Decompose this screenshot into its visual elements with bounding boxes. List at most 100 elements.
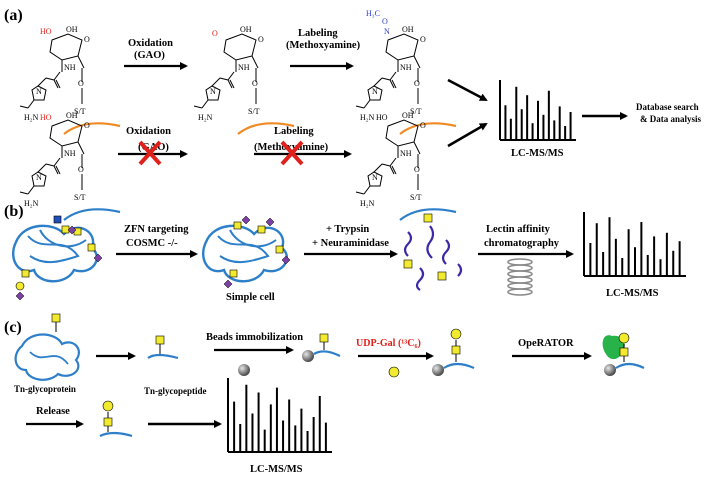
svg-text:OpeRATOR: OpeRATOR bbox=[518, 338, 574, 349]
blocked-cross-icon-2 bbox=[280, 140, 304, 166]
svg-text:O: O bbox=[420, 121, 426, 130]
blocked-cross-icon bbox=[138, 140, 162, 166]
peptide-orange-3 bbox=[399, 122, 457, 135]
svg-text:COSMC -/-: COSMC -/- bbox=[126, 238, 178, 249]
lectin-column-coil-icon bbox=[507, 258, 533, 296]
svg-text:O: O bbox=[252, 79, 258, 88]
svg-text:O: O bbox=[212, 29, 218, 38]
svg-text:N: N bbox=[36, 87, 42, 96]
ms-spectrum-a bbox=[499, 80, 576, 141]
svg-text:NH: NH bbox=[400, 149, 412, 158]
svg-text:N: N bbox=[210, 87, 216, 96]
peptide-blue bbox=[63, 208, 121, 221]
svg-text:LC-MS/MS: LC-MS/MS bbox=[250, 464, 303, 475]
svg-text:O: O bbox=[84, 35, 90, 44]
svg-text:(Methoxyamine): (Methoxyamine) bbox=[254, 142, 329, 153]
svg-text:+ Neuraminidase: + Neuraminidase bbox=[312, 238, 389, 249]
extended-glycopeptide bbox=[432, 328, 475, 376]
svg-text:H₂N: H₂N bbox=[198, 113, 213, 122]
svg-text:NH: NH bbox=[238, 63, 250, 72]
svg-text:Database search: Database search bbox=[636, 102, 699, 112]
svg-text:H₂N: H₂N bbox=[24, 113, 39, 122]
svg-text:UDP-Gal (¹³C₆): UDP-Gal (¹³C₆) bbox=[356, 338, 421, 349]
galactose-icon bbox=[388, 366, 400, 378]
molecule-a5: HO OH O NH O N H₂N S/T bbox=[355, 111, 457, 221]
peptide-orange bbox=[63, 122, 121, 135]
arrow-converge-top bbox=[447, 78, 488, 102]
svg-text:O: O bbox=[420, 35, 426, 44]
svg-text:Beads immobilization: Beads immobilization bbox=[206, 332, 303, 343]
svg-text:(GAO): (GAO) bbox=[134, 50, 165, 61]
svg-text:H₂N: H₂N bbox=[24, 199, 39, 208]
svg-text:H₃C: H₃C bbox=[366, 9, 380, 18]
peptide-orange-2 bbox=[237, 122, 295, 135]
operator-cleavage bbox=[602, 332, 645, 376]
svg-text:O: O bbox=[382, 17, 388, 26]
svg-text:OH: OH bbox=[402, 111, 414, 120]
svg-text:OH: OH bbox=[66, 111, 78, 120]
svg-text:S/T: S/T bbox=[74, 193, 86, 202]
immobilized-glycopeptide bbox=[302, 333, 341, 362]
ms-spectrum-c bbox=[227, 378, 332, 453]
svg-text:Release: Release bbox=[36, 406, 70, 417]
svg-text:OH: OH bbox=[240, 25, 252, 34]
svg-text:HO: HO bbox=[40, 27, 52, 36]
tn-glycoprotein-icon bbox=[14, 313, 80, 381]
svg-text:H₂N: H₂N bbox=[360, 113, 375, 122]
svg-text:LC-MS/MS: LC-MS/MS bbox=[606, 288, 659, 299]
svg-text:O: O bbox=[78, 165, 84, 174]
bead-icon bbox=[238, 364, 250, 376]
svg-text:S/T: S/T bbox=[410, 107, 422, 116]
svg-text:NH: NH bbox=[64, 149, 76, 158]
svg-text:NH: NH bbox=[400, 63, 412, 72]
svg-text:LC-MS/MS: LC-MS/MS bbox=[511, 148, 564, 159]
svg-text:Tn-glycoprotein: Tn-glycoprotein bbox=[14, 384, 76, 394]
svg-text:HO: HO bbox=[40, 113, 52, 122]
svg-text:O: O bbox=[414, 79, 420, 88]
svg-text:Labeling: Labeling bbox=[298, 28, 338, 39]
released-glycopeptide bbox=[99, 400, 133, 438]
molecule-a4: HO OH O NH O N H₂N S/T bbox=[19, 111, 121, 221]
svg-text:O: O bbox=[84, 121, 90, 130]
svg-text:ZFN targeting: ZFN targeting bbox=[124, 224, 189, 235]
molecule-a3: H₃C O N OH O NH O N H₂N S/T bbox=[355, 9, 457, 135]
peptide-blue-2 bbox=[399, 208, 457, 221]
svg-text:(Methoxyamine): (Methoxyamine) bbox=[286, 40, 361, 51]
svg-text:N: N bbox=[372, 87, 378, 96]
svg-text:Tn-glycopeptide: Tn-glycopeptide bbox=[144, 386, 207, 396]
svg-text:Oxidation: Oxidation bbox=[126, 126, 171, 137]
svg-text:O: O bbox=[78, 79, 84, 88]
svg-text:S/T: S/T bbox=[248, 107, 260, 116]
svg-text:Labeling: Labeling bbox=[274, 126, 314, 137]
svg-text:S/T: S/T bbox=[74, 107, 86, 116]
svg-text:NH: NH bbox=[64, 63, 76, 72]
svg-text:OH: OH bbox=[402, 25, 414, 34]
svg-text:Oxidation: Oxidation bbox=[128, 38, 173, 49]
arrow-converge-bottom bbox=[447, 122, 488, 148]
glycoprotein-cluster-simple-cell bbox=[201, 215, 291, 289]
molecule-a1: HO OH O NH O N H₂N S/T bbox=[19, 25, 121, 135]
svg-text:chromatography: chromatography bbox=[484, 238, 560, 249]
svg-text:N: N bbox=[36, 173, 42, 182]
svg-text:Simple cell: Simple cell bbox=[226, 292, 275, 303]
svg-text:& Data analysis: & Data analysis bbox=[640, 114, 702, 124]
svg-text:O: O bbox=[258, 35, 264, 44]
panel-a-letter: (a) bbox=[4, 7, 23, 24]
svg-text:H₂N: H₂N bbox=[360, 199, 375, 208]
tn-glycopeptide-icon bbox=[147, 335, 179, 360]
panel-c-letter: (c) bbox=[4, 319, 22, 336]
svg-text:S/T: S/T bbox=[410, 193, 422, 202]
svg-text:HO: HO bbox=[376, 113, 388, 122]
svg-text:+ Trypsin: + Trypsin bbox=[326, 224, 369, 235]
svg-text:Lectin affinity: Lectin affinity bbox=[486, 224, 551, 235]
panel-b-letter: (b) bbox=[4, 203, 24, 220]
glycoprotein-cluster-1 bbox=[11, 215, 103, 301]
molecule-a2: O OH O NH O N H₂N S/T bbox=[193, 25, 295, 135]
svg-text:N: N bbox=[384, 27, 390, 36]
svg-text:OH: OH bbox=[66, 25, 78, 34]
ms-spectrum-b bbox=[583, 212, 686, 277]
svg-text:O: O bbox=[414, 165, 420, 174]
digested-glycopeptides bbox=[403, 213, 463, 291]
svg-text:N: N bbox=[372, 173, 378, 182]
